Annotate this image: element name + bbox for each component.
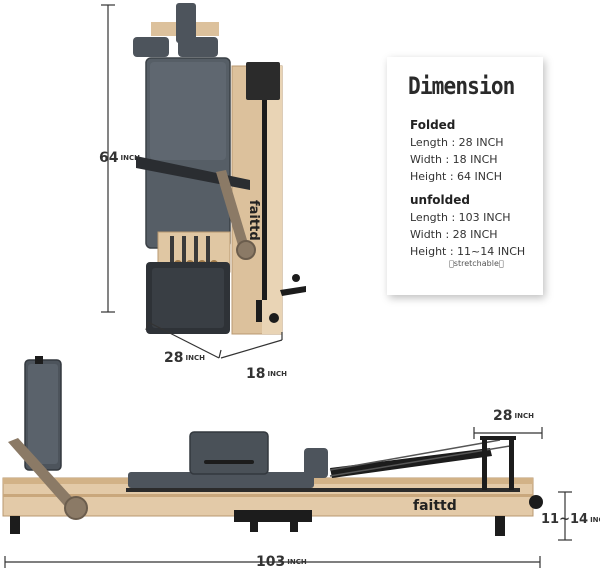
folded-length-unit: INCH: [185, 354, 205, 362]
folded-width-value: 18: [246, 366, 266, 382]
unfolded-length-unit: INCH: [287, 558, 307, 566]
folded-height-unit: INCH: [120, 154, 140, 162]
unfolded-length-value: 103: [256, 554, 286, 570]
folded-width-unit: INCH: [267, 370, 287, 378]
folded-length-spec: Length : 28 INCH: [410, 136, 504, 149]
folded-heading: Folded: [410, 118, 456, 132]
unfolded-height-spec: Height : 11~14 INCH: [410, 245, 526, 258]
unfolded-width-spec: Width : 28 INCH: [410, 228, 498, 241]
unfolded-heading: unfolded: [410, 193, 470, 207]
folded-width-spec: Width : 18 INCH: [410, 153, 498, 166]
stretchable-note:  stretchable : [449, 259, 504, 268]
dimension-card-title: Dimension: [408, 72, 515, 100]
folded-length-value: 28: [164, 350, 184, 366]
dimension-card: [387, 57, 543, 295]
folded-height-spec: Height : 64 INCH: [410, 170, 502, 183]
unfolded-height-value: 11~14: [541, 512, 589, 527]
unfolded-brand-logo: faittd: [413, 498, 457, 514]
unfolded-width-unit: INCH: [514, 412, 534, 420]
unfolded-length-spec: Length : 103 INCH: [410, 211, 511, 224]
unfolded-width-value: 28: [493, 408, 513, 424]
unfolded-height-unit: INCH: [590, 515, 600, 524]
folded-height-value: 64: [99, 150, 119, 166]
